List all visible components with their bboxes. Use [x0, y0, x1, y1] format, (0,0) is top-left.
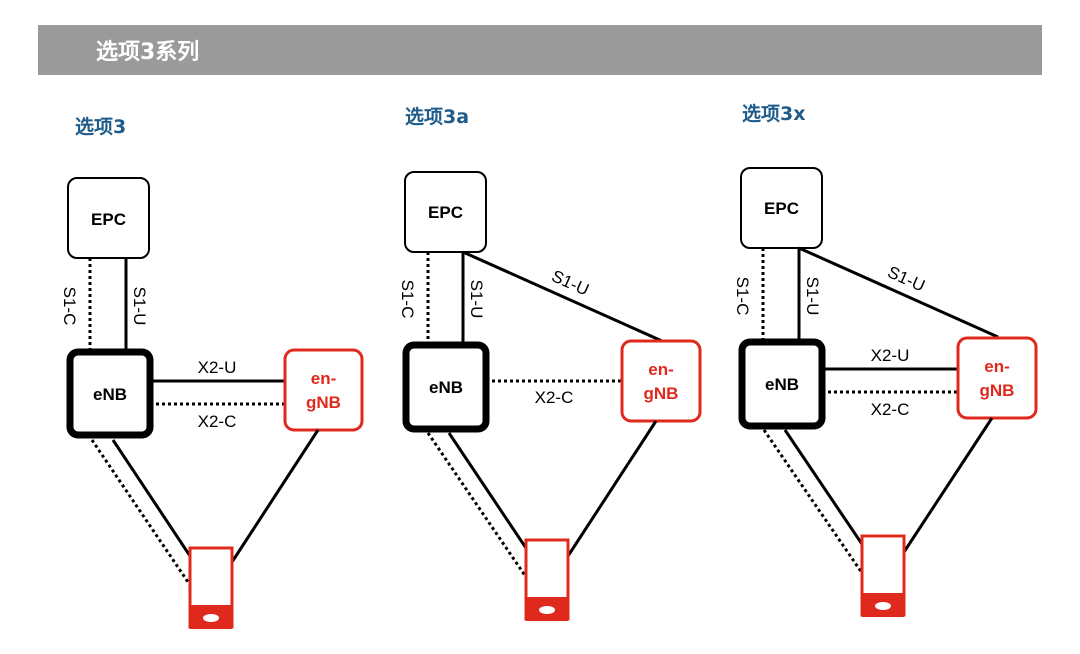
- epc-label: EPC: [764, 199, 799, 218]
- ue-phone-icon: [524, 538, 570, 621]
- x2-c-label: X2-C: [198, 412, 237, 431]
- s1-c-label: S1-C: [60, 287, 79, 326]
- engnb-ue-user-link: [230, 429, 320, 563]
- x2-u-label: X2-U: [198, 358, 237, 377]
- s1-u-engnb-link: [462, 250, 663, 343]
- option-3x: 选项3x EPC S1-C S1-U S1-U eNB X2-U X2-C en…: [733, 103, 1038, 617]
- s1-u-engnb-link: [798, 246, 999, 339]
- option-3: 选项3 EPC S1-C S1-U eNB X2-U X2-C en- gNB: [60, 116, 364, 629]
- engnb-label-line2: gNB: [980, 381, 1015, 400]
- enb-node: [66, 348, 154, 439]
- s1-c-label: S1-C: [398, 280, 417, 319]
- s1-u-enb-label: S1-U: [467, 280, 486, 319]
- engnb-label-line2: gNB: [644, 384, 679, 403]
- s1-c-label: S1-C: [733, 277, 752, 316]
- engnb-ue-user-link: [566, 420, 658, 557]
- engnb-label-line1: en-: [311, 369, 337, 388]
- enb-ue-user-link: [783, 429, 872, 557]
- s1-u-enb-label: S1-U: [803, 277, 822, 316]
- s1-u-label: S1-U: [130, 287, 149, 326]
- epc-label: EPC: [91, 210, 126, 229]
- option-3a: 选项3a EPC S1-C S1-U S1-U eNB X2-C en- gNB: [398, 106, 702, 621]
- engnb-node: [283, 348, 364, 432]
- header-banner: 选项3系列: [38, 25, 1042, 75]
- engnb-label-line2: gNB: [306, 393, 341, 412]
- engnb-node: [956, 336, 1038, 420]
- banner-title: 选项3系列: [96, 40, 200, 65]
- option-title: 选项3: [75, 116, 126, 138]
- epc-node: [404, 171, 487, 253]
- epc-label: EPC: [428, 203, 463, 222]
- enb-ue-user-link: [111, 439, 200, 569]
- engnb-ue-user-link: [902, 417, 994, 553]
- enb-ue-control-link: [90, 439, 192, 586]
- ue-phone-icon: [860, 534, 906, 617]
- x2-u-label: X2-U: [871, 346, 910, 365]
- engnb-label-line1: en-: [648, 360, 674, 379]
- enb-label: eNB: [93, 385, 127, 404]
- ue-phone-icon: [188, 546, 234, 629]
- x2-c-label: X2-C: [871, 400, 910, 419]
- enb-ue-control-link: [762, 429, 864, 574]
- enb-ue-user-link: [447, 432, 536, 561]
- enb-node: [738, 338, 826, 430]
- engnb-node: [620, 339, 702, 423]
- enb-label: eNB: [429, 378, 463, 397]
- option-title: 选项3a: [405, 106, 469, 128]
- epc-node: [67, 177, 150, 259]
- enb-node: [402, 341, 490, 433]
- enb-label: eNB: [765, 375, 799, 394]
- enb-ue-control-link: [426, 432, 528, 578]
- option-title: 选项3x: [742, 103, 805, 125]
- x2-c-label: X2-C: [535, 388, 574, 407]
- engnb-label-line1: en-: [984, 357, 1010, 376]
- epc-node: [740, 167, 823, 249]
